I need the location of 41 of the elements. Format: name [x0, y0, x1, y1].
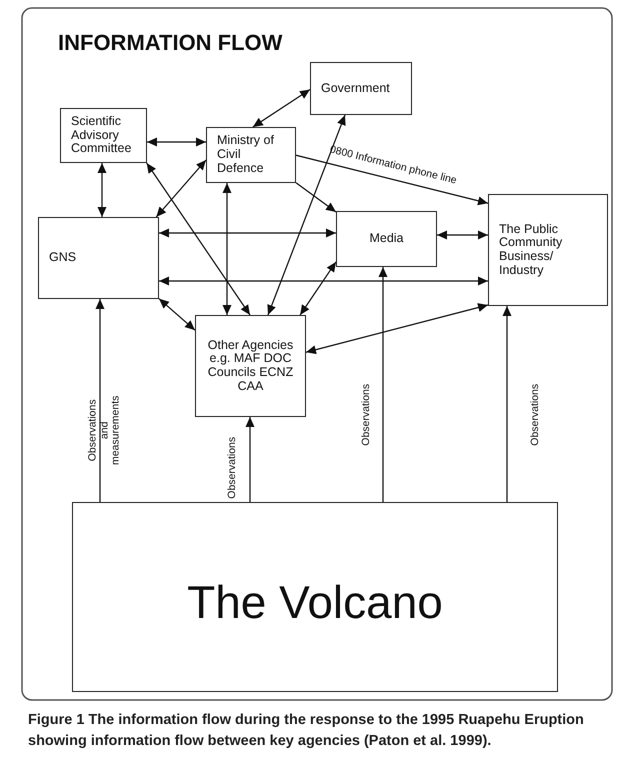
arrow — [296, 154, 488, 206]
edge-label: Observations — [361, 384, 373, 446]
agency-box — [195, 315, 306, 417]
diagram-title: INFORMATION FLOW — [58, 30, 282, 56]
arrow — [437, 230, 488, 240]
arrow — [146, 162, 250, 316]
arrow — [306, 303, 488, 354]
edge-label: Observations — [530, 384, 542, 446]
arrow — [96, 299, 104, 502]
arrow — [159, 228, 336, 238]
arrow — [267, 114, 346, 316]
node-label: Media — [369, 232, 404, 246]
node-label: GNS — [49, 251, 76, 265]
arrow — [159, 276, 488, 286]
node-label: Government — [321, 82, 390, 96]
volcano-box — [72, 502, 558, 692]
agency-box — [336, 211, 437, 267]
agency-box — [206, 127, 296, 183]
arrow — [246, 417, 254, 502]
arrow — [296, 182, 336, 212]
arrow — [222, 183, 232, 315]
arrow — [300, 261, 336, 316]
node-label: Ministry of Civil Defence — [217, 134, 275, 176]
node-label: The Public Community Business/ Industry — [499, 222, 564, 278]
edge-label: Observations and measurements — [88, 394, 122, 467]
arrow — [156, 160, 206, 218]
agency-box — [488, 194, 608, 306]
arrow — [158, 298, 196, 331]
arrow — [502, 306, 512, 502]
node-label: Other Agencies e.g. MAF DOC Councils ECNZ CAA — [206, 338, 294, 394]
edge-label: Observations — [227, 436, 239, 499]
arrow — [98, 163, 106, 217]
arrow — [252, 89, 310, 128]
node-label: The Volcano — [187, 576, 443, 628]
agency-box — [38, 217, 159, 299]
node-label: Scientific Advisory Committee — [71, 114, 132, 156]
agency-box — [60, 108, 147, 163]
figure-caption: Figure 1 The information flow during the response to the 1995 Ruapehu Eruption showing information flow between key agencies (Paton et al. 1999). — [28, 711, 585, 752]
arrow — [147, 138, 206, 146]
arrow — [378, 267, 388, 502]
agency-box — [310, 62, 412, 115]
